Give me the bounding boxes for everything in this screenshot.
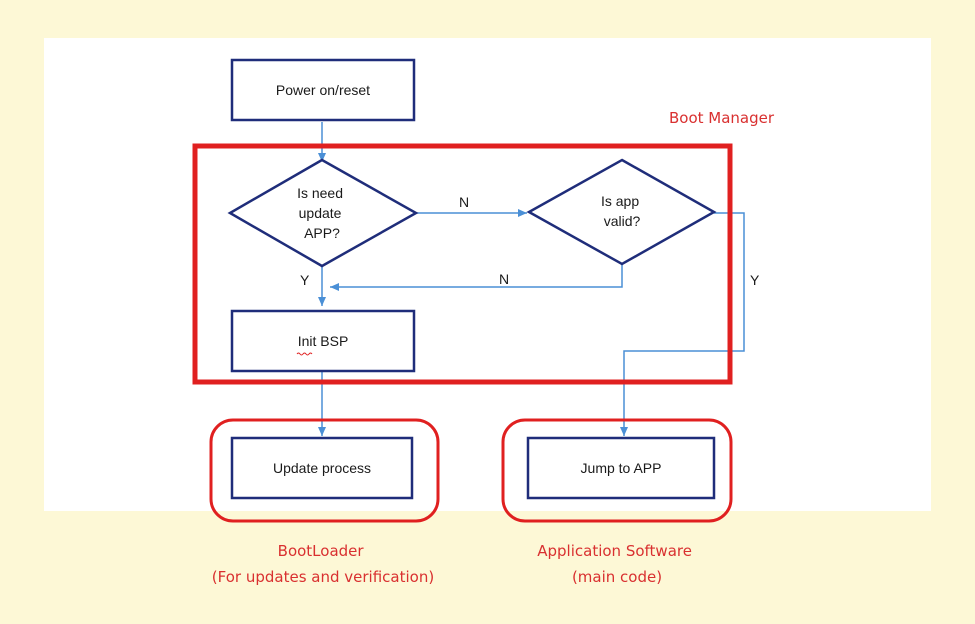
label-jump-to-app: Jump to APP (581, 460, 662, 476)
label-init-bsp: Init BSP (298, 333, 349, 349)
nodes (227, 58, 717, 500)
application-frame (501, 418, 733, 523)
edge-label-need-update-no: N (459, 194, 469, 210)
edge-label-need-update-yes: Y (300, 272, 310, 288)
node-update-process (230, 436, 414, 500)
edge-app-valid-yes (620, 212, 745, 436)
annotation-bootloader: BootLoader (For updates and verification… (212, 542, 434, 586)
edge-label-app-valid-yes: Y (750, 272, 760, 288)
spellcheck-squiggle (296, 352, 313, 356)
edge-label-app-valid-no: N (499, 271, 509, 287)
label-power-on: Power on/reset (276, 82, 370, 98)
label-need-update: Is need update APP? (297, 185, 347, 241)
node-power-on (230, 58, 416, 122)
edge-app-valid-no (330, 262, 623, 291)
node-jump-to-app (526, 436, 716, 500)
node-init-bsp (230, 309, 416, 373)
label-update-process: Update process (273, 460, 371, 476)
node-app-valid (526, 158, 717, 266)
bootloader-frame (209, 418, 440, 523)
boot-manager-frame (192, 143, 733, 385)
label-app-valid: Is app valid? (601, 193, 643, 229)
diagram-canvas (44, 38, 931, 511)
annotation-application: Application Software (main code) (537, 542, 696, 586)
annotation-boot-manager: Boot Manager (669, 109, 775, 127)
node-need-update (227, 158, 419, 268)
highlights (192, 143, 733, 523)
